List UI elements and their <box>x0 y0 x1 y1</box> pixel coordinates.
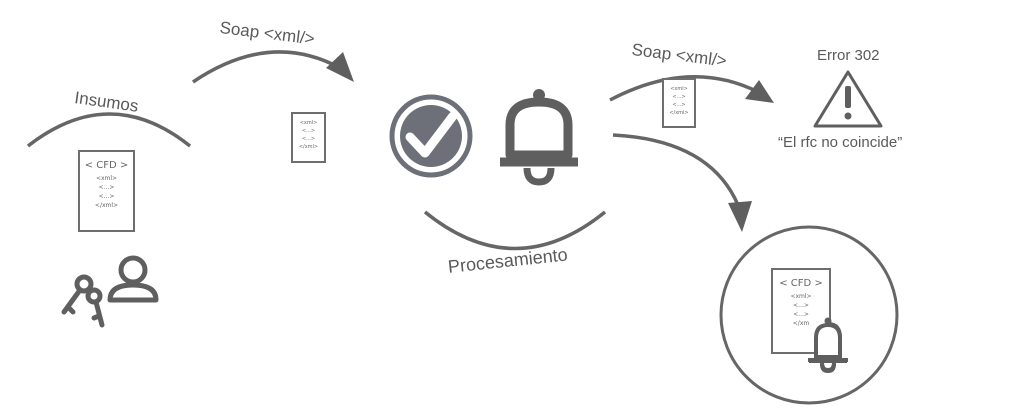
xml-document: <xml> <...> <...> </xml> <box>662 78 696 128</box>
error-message: “El rfc no coincide” <box>778 134 903 151</box>
doc-line: <xml> <box>670 86 688 92</box>
doc-line: <...> <box>98 184 115 191</box>
keys-icon <box>61 274 105 328</box>
warning-icon <box>813 70 883 128</box>
doc-line: <xml> <box>95 175 118 182</box>
soap-left-arrow <box>192 50 341 84</box>
cfd-result-document: < CFD > <xml> <...> <...> </xm <box>771 268 831 354</box>
doc-line: </xml> <box>298 144 319 150</box>
doc-line: <...> <box>672 94 686 100</box>
bell-icon <box>500 89 578 186</box>
doc-line: <...> <box>98 193 115 200</box>
doc-line: <...> <box>672 102 686 108</box>
insumos-arc <box>26 112 192 148</box>
doc-line: <xml> <box>299 120 318 126</box>
user-icon <box>107 255 159 303</box>
doc-line: <...> <box>793 311 809 318</box>
doc-line: <...> <box>301 136 316 142</box>
xml-document: <xml> <...> <...> </xml> <box>291 112 326 163</box>
doc-line: <xml> <box>790 293 812 300</box>
doc-header: < CFD > <box>779 278 823 289</box>
cfd-document: < CFD > <xml> <...> <...> </xml> <box>78 150 135 232</box>
procesamiento-arc <box>423 210 607 251</box>
doc-line: <...> <box>793 302 809 309</box>
error-title: Error 302 <box>817 47 880 64</box>
doc-line: <...> <box>301 128 316 134</box>
soap-right-arrow <box>609 75 759 102</box>
doc-line: </xm <box>792 320 810 327</box>
result-arrow <box>612 133 740 206</box>
arrow-icon <box>745 80 774 103</box>
doc-line: </xml> <box>669 110 689 116</box>
result-circle <box>719 225 899 405</box>
doc-line: </xml> <box>94 202 119 209</box>
arrow-icon <box>728 201 752 232</box>
arrow-icon <box>326 52 354 82</box>
doc-header: < CFD > <box>84 160 129 171</box>
check-circle-icon <box>389 94 473 178</box>
